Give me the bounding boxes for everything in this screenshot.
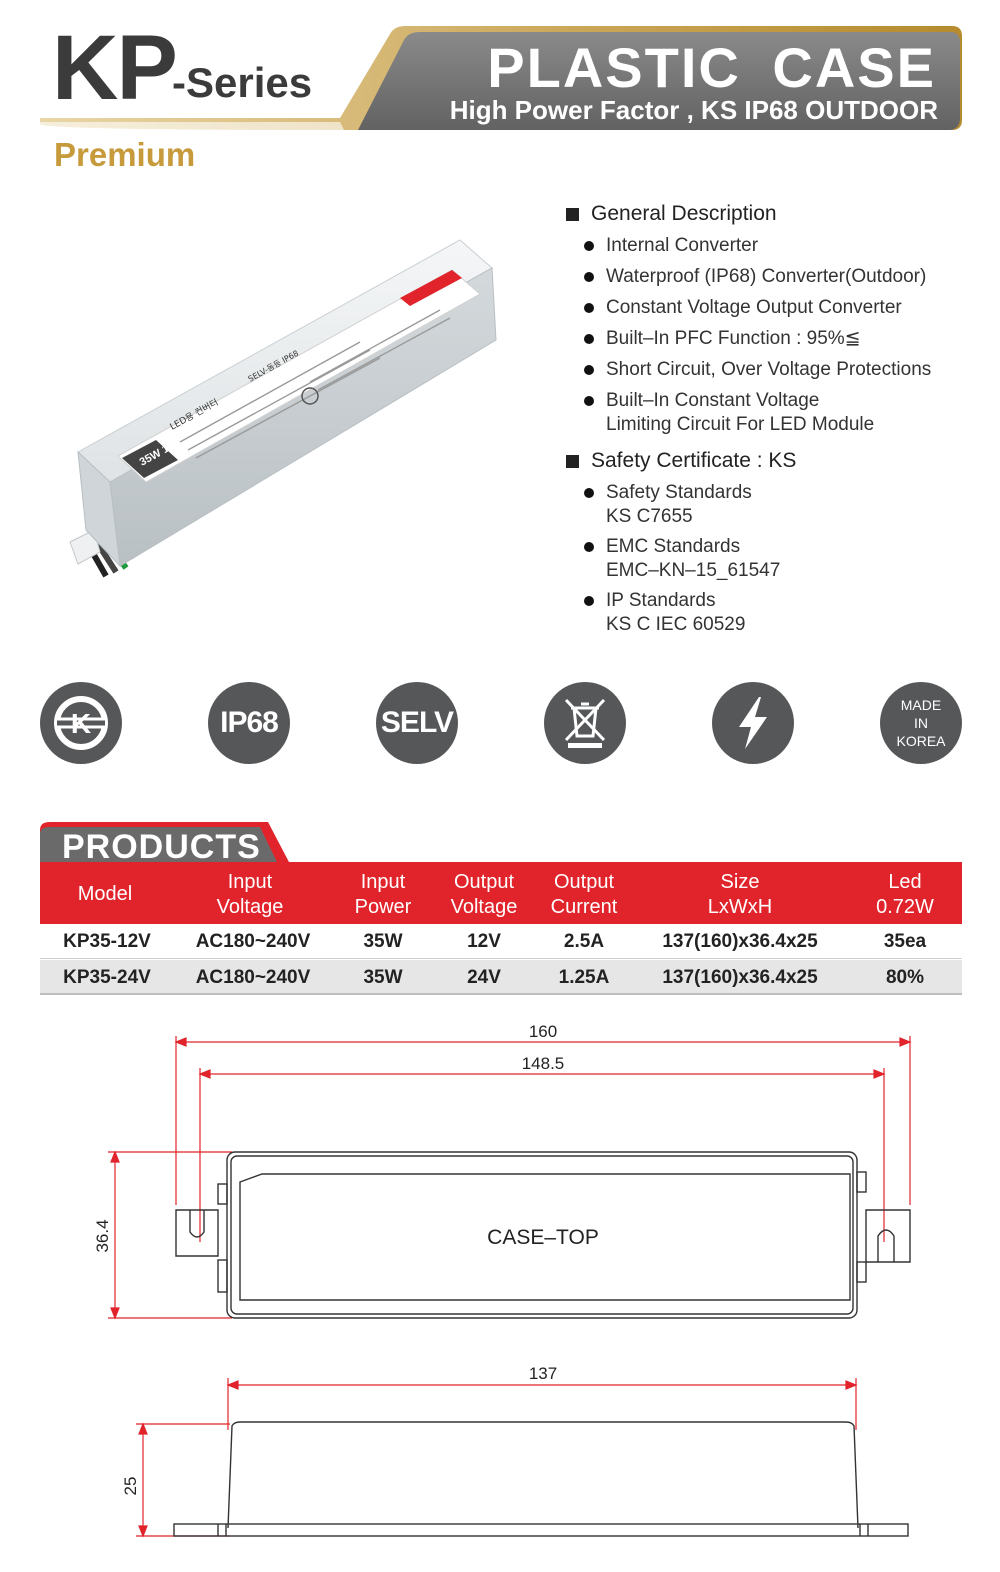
lightning-icon <box>712 682 794 764</box>
table-cell-output-current: 2.5A <box>563 931 605 952</box>
general-description-heading: General Description <box>566 200 986 228</box>
dimension-overall-length: 160 <box>529 1022 557 1041</box>
description-panel: General Description Internal Converter W… <box>566 200 986 643</box>
table-cell-led: 35ea <box>883 931 927 952</box>
made-in-korea-icon: MADE IN KOREA <box>880 682 962 764</box>
weee-bin-icon <box>544 682 626 764</box>
safety-certificate-heading: Safety Certificate : KS <box>566 447 986 475</box>
page-title: PLASTIC CASE <box>487 36 936 99</box>
ip68-icon: IP68 <box>208 682 290 764</box>
table-cell-output-current: 1.25A <box>558 967 610 988</box>
case-top-label: CASE–TOP <box>487 1226 599 1249</box>
table-row: KP35-12V AC180~240V 35W 12V 2.5A 137(160… <box>40 924 962 959</box>
table-cell-model: KP35-24V <box>63 967 151 988</box>
series-logo-suffix: -Series <box>172 59 313 106</box>
products-tab <box>40 822 290 864</box>
table-row: KP35-24V AC180~240V 35W 24V 1.25A 137(16… <box>40 960 962 995</box>
list-item: Short Circuit, Over Voltage Protections <box>584 358 986 382</box>
column-header-model: Model <box>77 883 133 905</box>
products-title: PRODUCTS <box>62 828 261 866</box>
table-cell-model: KP35-12V <box>63 931 151 952</box>
table-cell-output-voltage: 24V <box>467 967 501 988</box>
general-description-list: Internal Converter Waterproof (IP68) Con… <box>584 234 986 437</box>
table-cell-output-voltage: 12V <box>467 931 501 952</box>
ks-mark-icon: K <box>40 682 122 764</box>
list-item: Built–In PFC Function : 95%≦ <box>584 327 986 351</box>
dimension-case-height: 25 <box>121 1477 140 1496</box>
dimension-drawing: 160 148.5 36.4 137 25 CASE–TOP <box>93 1022 912 1538</box>
table-cell-input-power: 35W <box>363 967 403 988</box>
case-top-view <box>175 1151 911 1319</box>
premium-label: Premium <box>54 136 196 173</box>
series-logo-kp: KP <box>52 17 178 119</box>
dimension-width: 36.4 <box>93 1219 112 1252</box>
product-photo: 35W 12V LED용 컨버터 SELV-동등 IP68 <box>69 239 497 578</box>
header-banner <box>40 26 962 130</box>
selv-icon: SELV <box>376 682 458 764</box>
dimension-mount-length: 148.5 <box>522 1054 565 1073</box>
list-item: Waterproof (IP68) Converter(Outdoor) <box>584 265 986 289</box>
page-subtitle: High Power Factor , KS IP68 OUTDOOR <box>449 95 938 125</box>
square-bullet-icon <box>566 454 579 468</box>
dimension-case-length: 137 <box>529 1364 557 1383</box>
table-cell-led: 80% <box>885 967 925 988</box>
table-cell-input-voltage: AC180~240V <box>195 967 311 988</box>
table-cell-input-voltage: AC180~240V <box>195 931 311 952</box>
table-cell-size: 137(160)x36.4x25 <box>662 931 818 952</box>
table-cell-input-power: 35W <box>363 931 403 952</box>
list-item: Internal Converter <box>584 234 986 258</box>
square-bullet-icon <box>566 207 579 221</box>
svg-text:K: K <box>71 708 91 739</box>
certification-icons: K IP68 SELV MADE IN KOREA <box>40 682 962 764</box>
list-item: Constant Voltage Output Converter <box>584 296 986 320</box>
case-side-view <box>173 1421 909 1537</box>
table-cell-size: 137(160)x36.4x25 <box>662 967 818 988</box>
